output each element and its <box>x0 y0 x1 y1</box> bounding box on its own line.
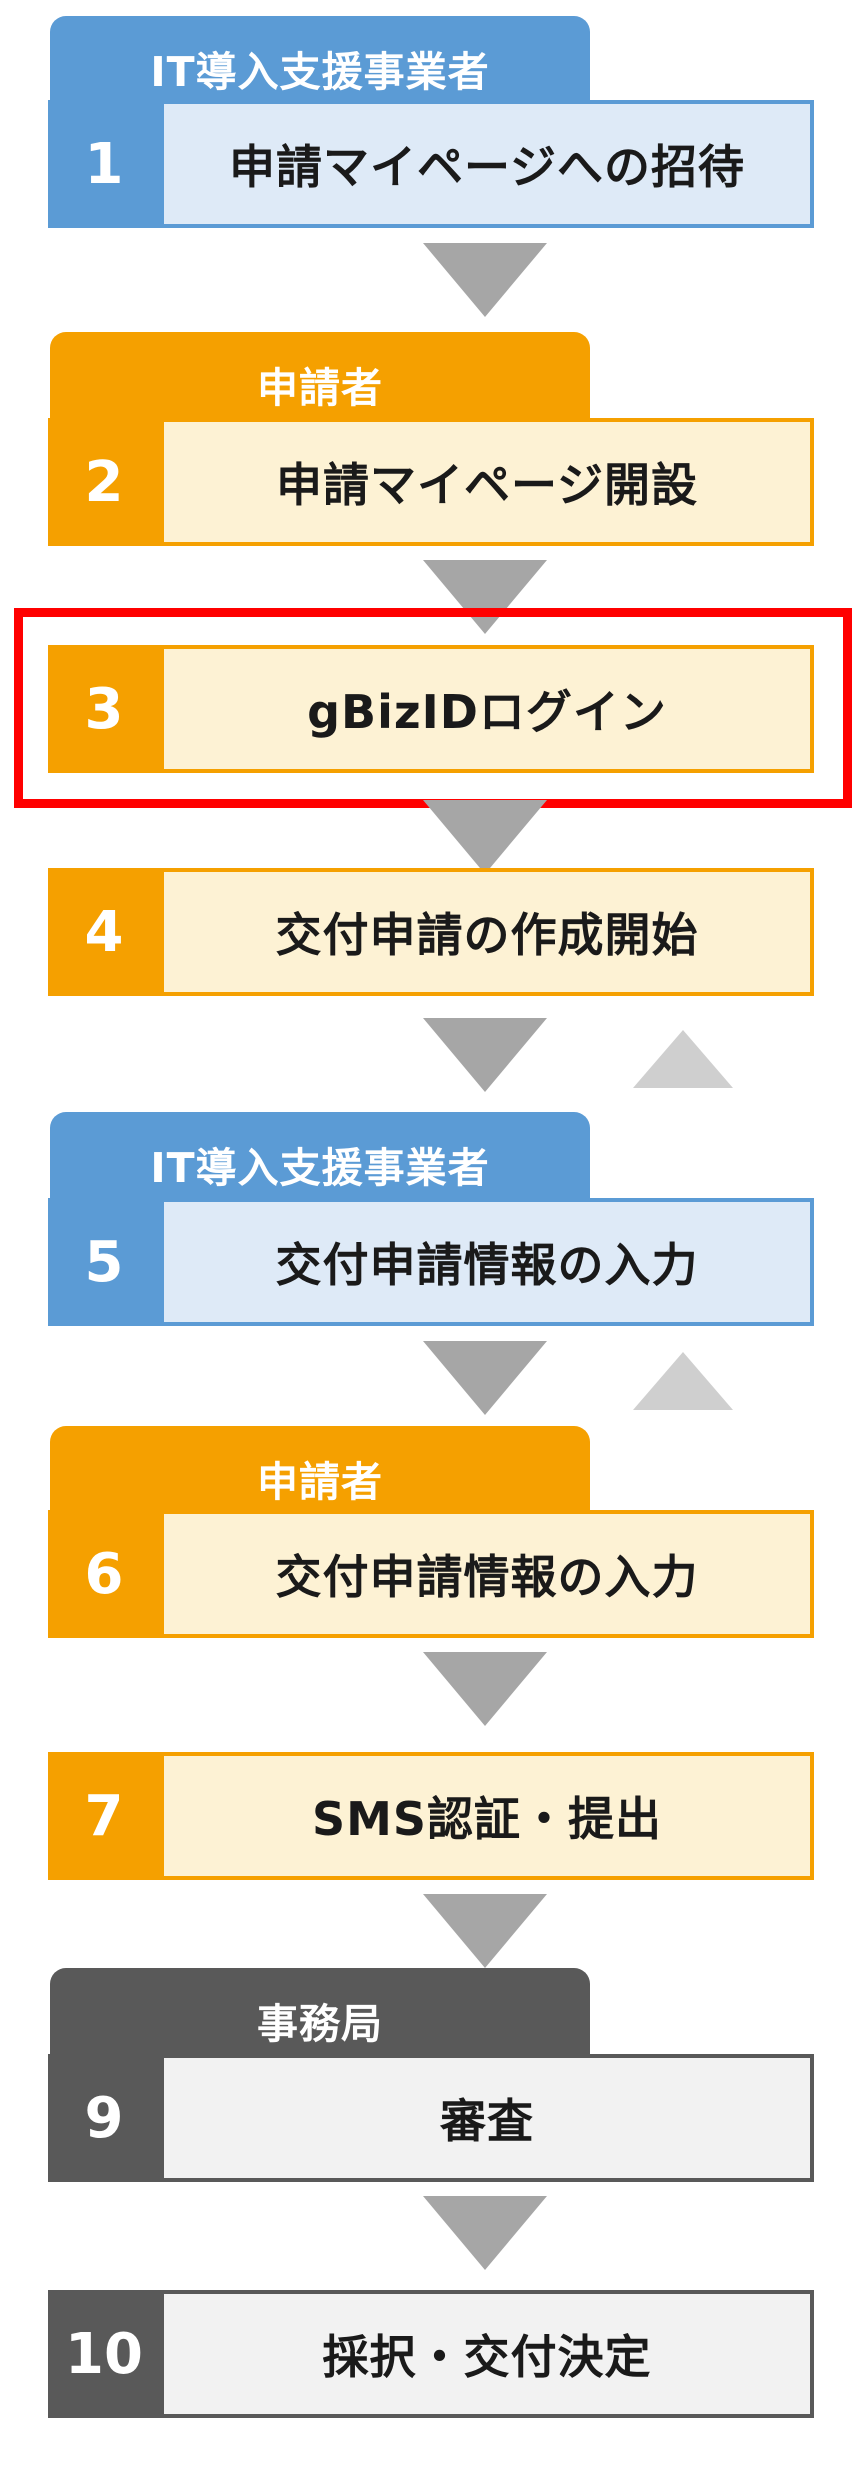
step-3: 3 gBizIDログイン <box>48 645 814 773</box>
arrow-down-icon <box>423 800 547 874</box>
arrow-down-icon <box>423 1018 547 1092</box>
actor-label: 事務局 <box>257 2000 383 2048</box>
actor-label: 申請者 <box>257 1458 383 1506</box>
step-6: 6 交付申請情報の入力 <box>48 1510 814 1638</box>
actor-label: 申請者 <box>257 364 383 412</box>
step-number: 4 <box>48 868 160 996</box>
step-label: gBizIDログイン <box>160 645 814 773</box>
arrow-up-icon <box>633 1030 733 1088</box>
step-label: SMS認証・提出 <box>160 1752 814 1880</box>
step-label: 採択・交付決定 <box>160 2290 814 2418</box>
step-number: 2 <box>48 418 160 546</box>
actor-tab-vendor: IT導入支援事業者 <box>50 16 590 116</box>
actor-label: IT導入支援事業者 <box>150 1144 490 1192</box>
step-label: 申請マイページへの招待 <box>160 100 814 228</box>
step-number: 1 <box>48 100 160 228</box>
actor-tab-vendor: IT導入支援事業者 <box>50 1112 590 1212</box>
step-label: 申請マイページ開設 <box>160 418 814 546</box>
actor-tab-applicant: 申請者 <box>50 1426 590 1526</box>
step-number: 9 <box>48 2054 160 2182</box>
arrow-down-icon <box>423 243 547 317</box>
highlight-frame <box>14 608 852 808</box>
step-number: 7 <box>48 1752 160 1880</box>
step-label: 審査 <box>160 2054 814 2182</box>
step-9: 9 審査 <box>48 2054 814 2182</box>
step-number: 6 <box>48 1510 160 1638</box>
step-label: 交付申請の作成開始 <box>160 868 814 996</box>
arrow-down-icon <box>423 1894 547 1968</box>
arrow-down-icon <box>423 560 547 634</box>
step-label: 交付申請情報の入力 <box>160 1510 814 1638</box>
step-number: 5 <box>48 1198 160 1326</box>
step-5: 5 交付申請情報の入力 <box>48 1198 814 1326</box>
step-7: 7 SMS認証・提出 <box>48 1752 814 1880</box>
step-10: 10 採択・交付決定 <box>48 2290 814 2418</box>
arrow-down-icon <box>423 2196 547 2270</box>
step-1: 1 申請マイページへの招待 <box>48 100 814 228</box>
step-number: 3 <box>48 645 160 773</box>
arrow-down-icon <box>423 1341 547 1415</box>
actor-label: IT導入支援事業者 <box>150 48 490 96</box>
step-2: 2 申請マイページ開設 <box>48 418 814 546</box>
step-label: 交付申請情報の入力 <box>160 1198 814 1326</box>
step-number: 10 <box>48 2290 160 2418</box>
actor-tab-applicant: 申請者 <box>50 332 590 432</box>
step-4: 4 交付申請の作成開始 <box>48 868 814 996</box>
actor-tab-secretariat: 事務局 <box>50 1968 590 2068</box>
arrow-down-icon <box>423 1652 547 1726</box>
arrow-up-icon <box>633 1352 733 1410</box>
